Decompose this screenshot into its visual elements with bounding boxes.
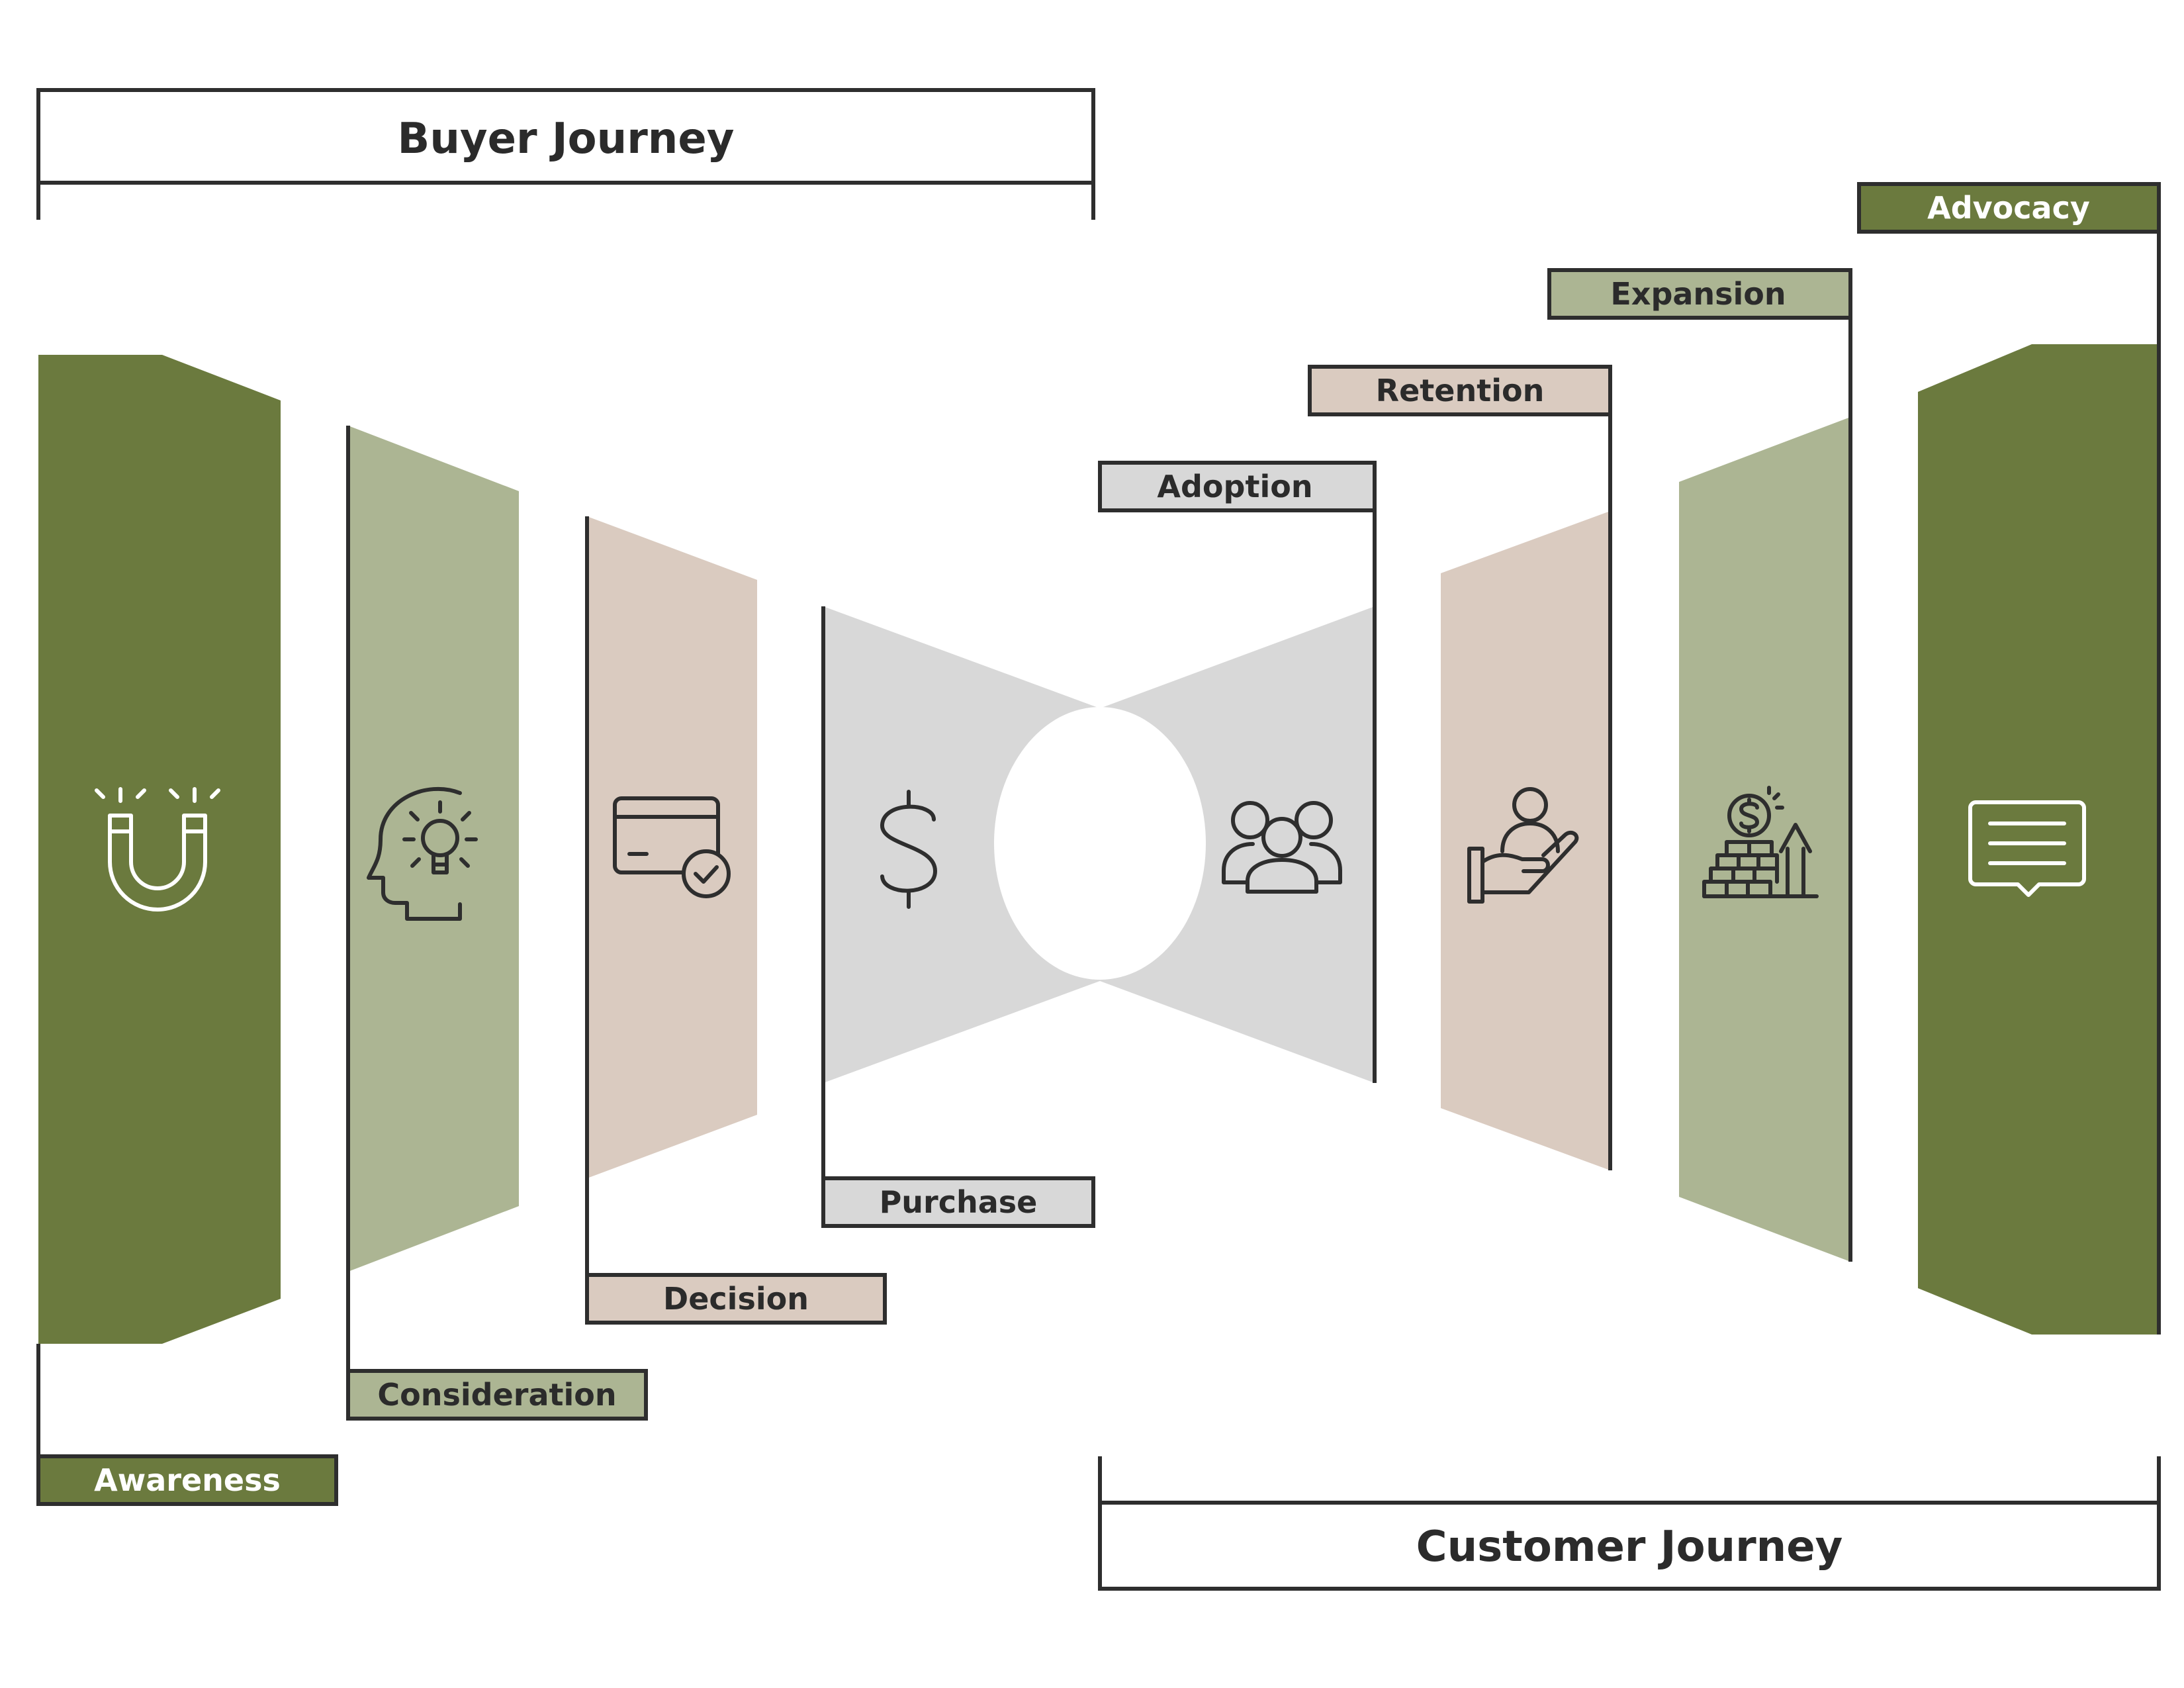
coins-growth-icon	[1702, 786, 1819, 898]
hand-person-icon	[1467, 787, 1579, 904]
stage-panels	[36, 232, 2161, 1456]
expansion-panel	[1679, 417, 1850, 1262]
buyer-journey-bracket	[36, 183, 1095, 220]
advocacy-label-text: Advocacy	[1927, 190, 2090, 226]
chat-bubble-icon	[1968, 800, 2086, 897]
customer-journey-header: Customer Journey	[1098, 1456, 2161, 1591]
retention-label-text: Retention	[1376, 373, 1545, 408]
advocacy-label: Advocacy	[1857, 182, 2161, 234]
awareness-panel	[38, 355, 281, 1344]
customer-journey-bracket	[1098, 1456, 2161, 1503]
decision-label: Decision	[585, 1273, 887, 1325]
consideration-label-text: Consideration	[377, 1377, 616, 1413]
decision-panel	[587, 516, 757, 1178]
buyer-journey-header-box	[36, 88, 1095, 185]
head-lightbulb-icon	[367, 786, 478, 921]
consideration-label: Consideration	[346, 1369, 648, 1421]
adoption-label-text: Adoption	[1157, 469, 1312, 504]
awareness-label-text: Awareness	[94, 1462, 281, 1498]
expansion-label-text: Expansion	[1610, 276, 1786, 312]
customer-journey-title: Customer Journey	[1416, 1523, 1843, 1571]
purchase-label: Purchase	[821, 1176, 1095, 1228]
dollar-sign-icon	[880, 790, 937, 909]
adoption-panel	[1100, 606, 1375, 1083]
advocacy-panel	[1918, 344, 2159, 1335]
purchase-panel	[823, 606, 1100, 1083]
customer-journey-header-box	[1098, 1501, 2161, 1591]
buyer-journey-title: Buyer Journey	[398, 115, 735, 164]
bowtie-center-circle	[994, 707, 1206, 980]
decision-label-text: Decision	[663, 1281, 809, 1317]
buyer-journey-header: Buyer Journey	[36, 88, 1095, 220]
retention-panel	[1441, 511, 1610, 1170]
awareness-label: Awareness	[36, 1454, 338, 1506]
retention-label: Retention	[1308, 365, 1612, 416]
purchase-label-text: Purchase	[880, 1184, 1038, 1220]
consideration-panel	[348, 426, 519, 1272]
expansion-label: Expansion	[1547, 268, 1852, 320]
credit-card-check-icon	[613, 796, 731, 898]
stage-labels: Awareness Consideration Decision Purchas…	[36, 182, 2161, 1506]
magnet-icon	[95, 787, 220, 912]
people-group-icon	[1222, 801, 1342, 894]
adoption-label: Adoption	[1098, 461, 1377, 512]
